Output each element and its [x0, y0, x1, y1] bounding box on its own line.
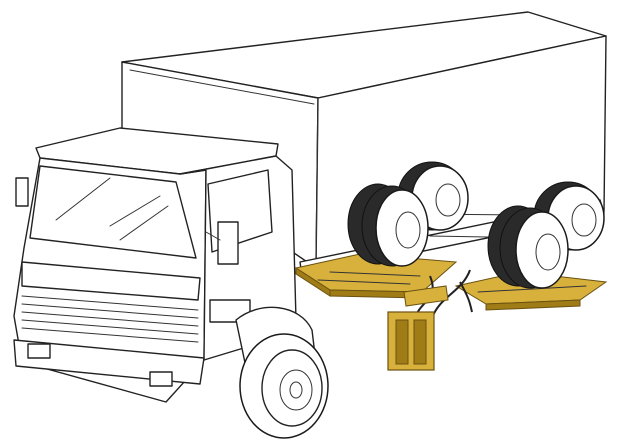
headlight-right [149, 371, 173, 387]
hydraulic-unit [387, 269, 473, 371]
grille-top [21, 261, 201, 301]
play-detector-plate-left [294, 253, 458, 299]
side-mirror [217, 221, 239, 265]
left-mirror [15, 177, 29, 207]
rear-axle-wheels [347, 161, 605, 289]
windshield [29, 165, 197, 259]
front-wheel [235, 306, 329, 439]
headlight-left [27, 343, 51, 359]
